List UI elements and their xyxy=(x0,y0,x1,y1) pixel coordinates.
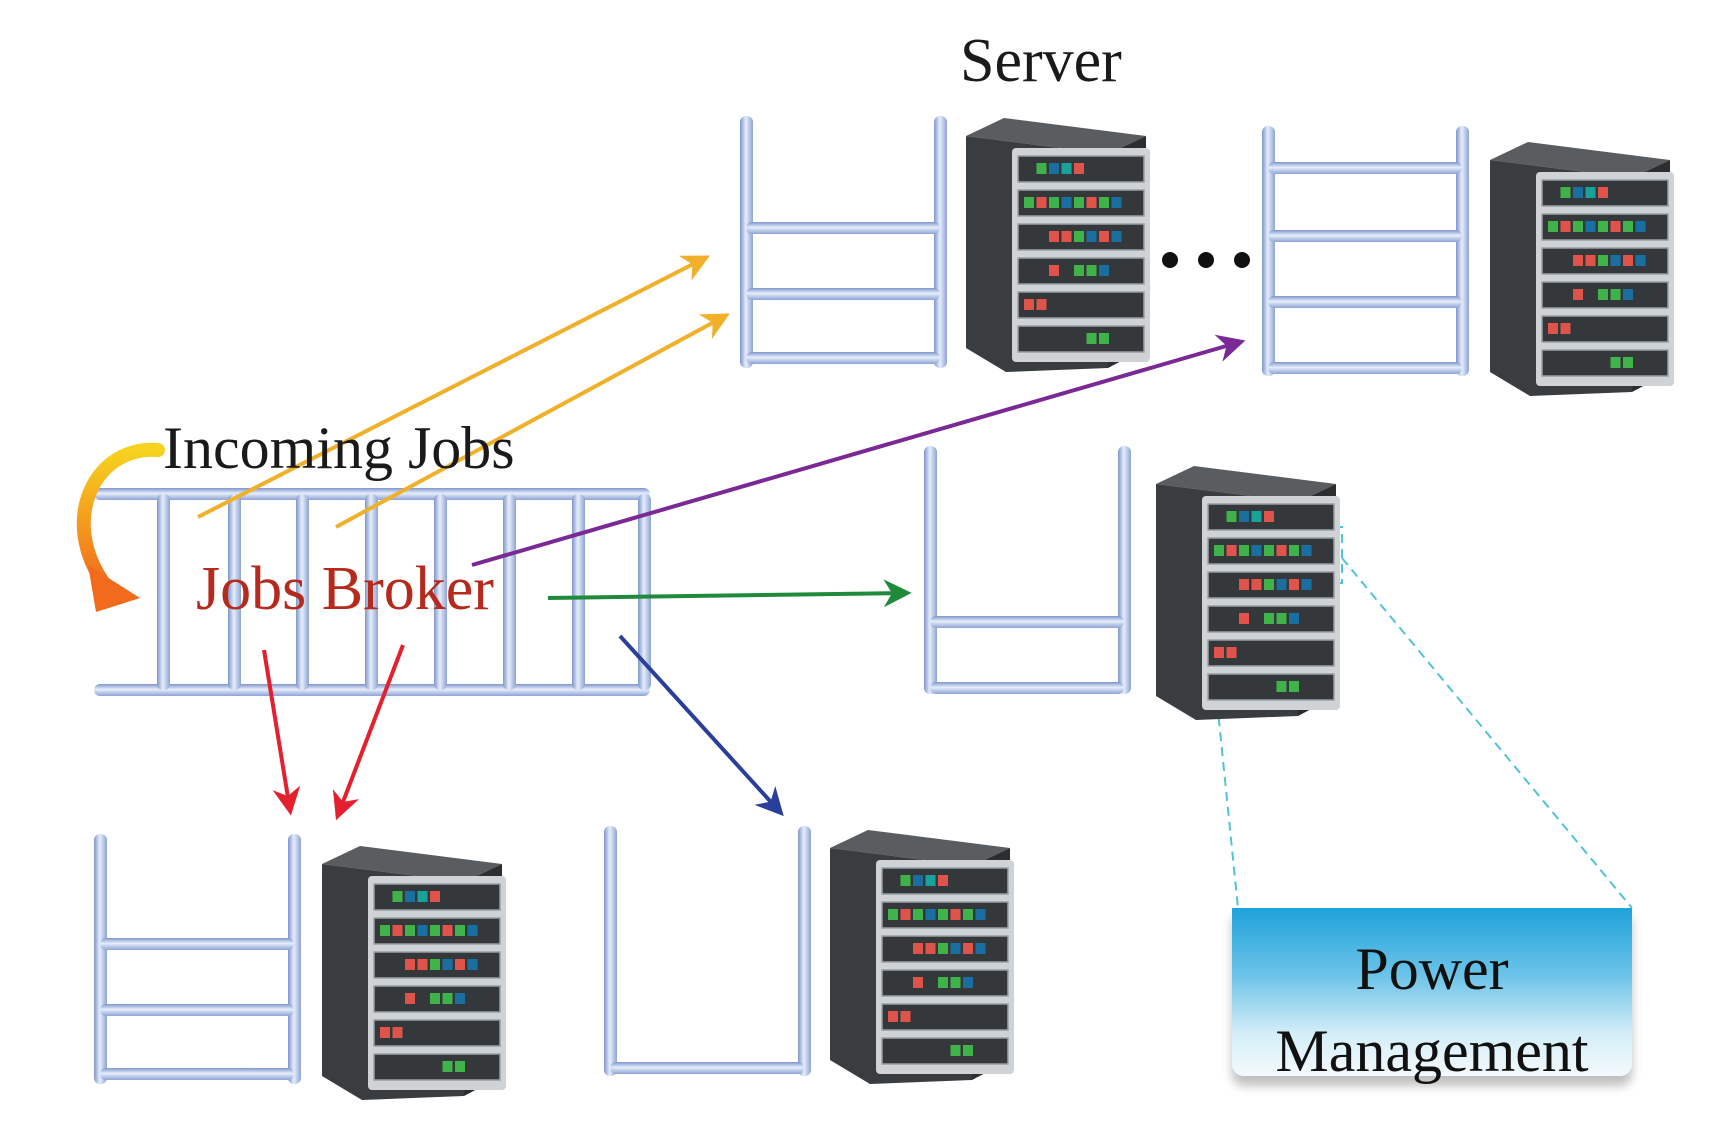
arrow-red-1 xyxy=(262,649,301,816)
server-queue-top-2 xyxy=(1262,126,1469,376)
server-label: Server xyxy=(960,27,1122,95)
server-queue-top-1 xyxy=(740,116,947,368)
arrow-green xyxy=(547,579,912,608)
incoming-jobs-label: Incoming Jobs xyxy=(163,415,515,481)
jobs-broker-queue xyxy=(94,488,651,696)
ellipsis-icon xyxy=(1162,252,1250,268)
server-rack-icon xyxy=(322,846,506,1100)
arrow-orange-1 xyxy=(197,255,710,519)
server-rack-icon xyxy=(1490,142,1674,396)
servers-group xyxy=(322,118,1674,1100)
power-management-box: Power Management xyxy=(1232,908,1632,1084)
arrow-blue xyxy=(618,634,784,817)
server-rack-icon xyxy=(966,118,1150,372)
curved-arrow-icon xyxy=(76,442,165,612)
server-rack-icon xyxy=(1156,466,1340,720)
jobs-broker-label: Jobs Broker xyxy=(196,555,494,623)
server-rack-icon xyxy=(830,830,1014,1084)
arrow-red-2 xyxy=(332,644,405,821)
server-queue-middle xyxy=(924,446,1131,694)
arrow-purple xyxy=(471,334,1246,567)
arrow-orange-2 xyxy=(335,313,730,529)
server-queue-bottom-2 xyxy=(604,826,811,1076)
server-queue-bottom-1 xyxy=(94,834,301,1084)
power-management-label: Power Management xyxy=(1275,936,1589,1084)
